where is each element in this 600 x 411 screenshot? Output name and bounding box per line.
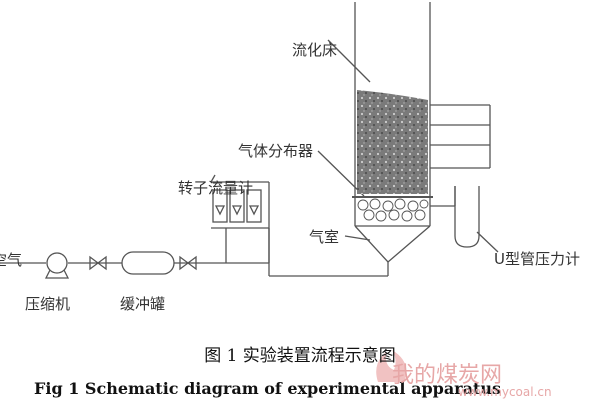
bed-particles [357,90,428,194]
label-gas-chamber: 气室 [309,228,340,246]
caption-english: Fig 1 Schematic diagram of experimental … [34,379,502,398]
distributor-balls [357,198,429,222]
label-buffer-tank: 缓冲罐 [120,295,166,313]
leader-line [476,231,499,253]
label-air: 空气 [0,251,23,269]
label-gas-distributor: 气体分布器 [238,142,314,160]
watermark-url: www.mycoal.cn [458,385,552,399]
leader-line [317,150,365,197]
rotameter-float [231,205,243,216]
watermark-flame-icon [376,350,407,382]
leader-line [210,174,216,183]
caption-chinese: 图 1 实验装置流程示意图 [204,346,396,366]
leader-line [327,39,371,83]
label-u-tube-manometer: U型管压力计 [494,250,580,268]
rotameter-tube [212,189,228,223]
rotameter-tube [246,189,262,223]
gas-chamber-cone [354,225,431,263]
rotameter-float [214,205,226,216]
u-tube-manometer [454,186,480,248]
compressor-icon [46,252,68,274]
label-rotameter: 转子流量计 [178,179,254,197]
rotameter-float [248,205,260,216]
leader-line [344,235,371,241]
label-compressor: 压缩机 [25,295,71,313]
compressor-base [44,269,70,279]
rotameter-tube [229,189,245,223]
valve-icon [89,255,107,271]
watermark-text: 我的煤炭网 [392,363,503,388]
buffer-tank-icon [121,251,175,275]
valve-icon [179,255,197,271]
label-fluidized-bed: 流化床 [292,41,338,59]
